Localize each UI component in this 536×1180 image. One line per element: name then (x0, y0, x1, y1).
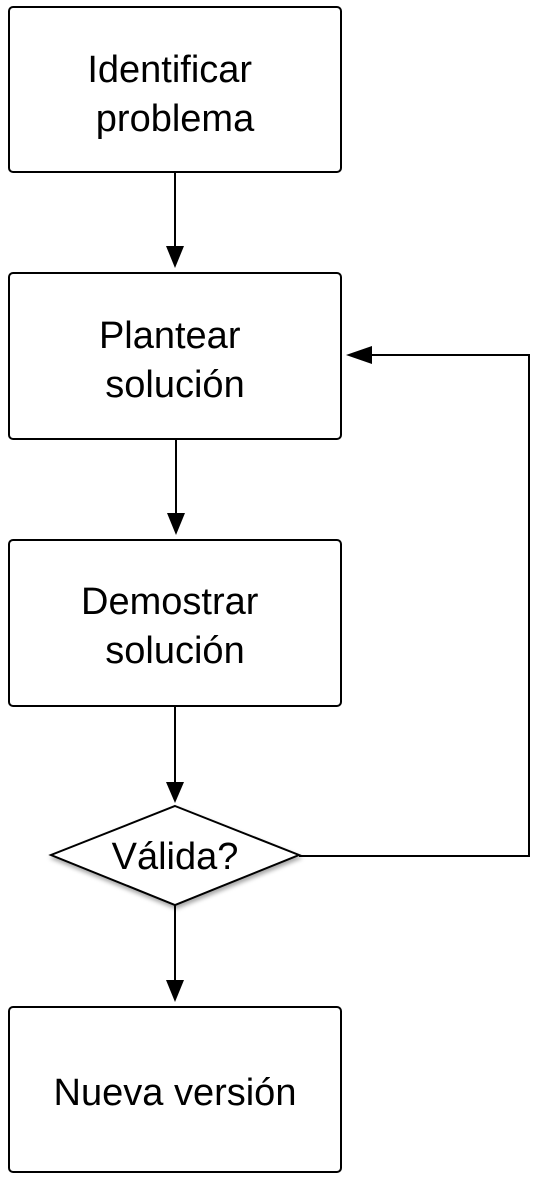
propose-solution-label-line1: Plantear (99, 315, 241, 357)
new-version-node: Nueva versión (8, 1006, 342, 1173)
decision-label: Válida? (112, 836, 239, 878)
demonstrate-solution-label-line1: Demostrar (81, 581, 259, 623)
new-version-box (8, 1006, 342, 1173)
identify-problem-label-line2: problema (96, 98, 255, 140)
arrowhead-left (346, 346, 372, 364)
arrowhead-down (167, 513, 185, 535)
arrow-propose-to-demonstrate (167, 439, 185, 535)
svg-text:Plantear solución: Plantear solución (99, 315, 251, 406)
identify-problem-node: Identificar problema (8, 6, 342, 173)
demonstrate-solution-label-line2: solución (105, 630, 244, 672)
decision-node: Válida? (48, 804, 302, 907)
svg-text:Demostrar solución: Demostrar solución (81, 581, 269, 672)
arrow-demonstrate-to-decision (166, 706, 184, 803)
new-version-label: Nueva versión (54, 1072, 297, 1114)
propose-solution-label-line2: solución (105, 364, 244, 406)
arrowhead-down (166, 246, 184, 268)
propose-solution-node: Plantear solución (8, 272, 342, 440)
demonstrate-solution-node: Demostrar solución (8, 539, 342, 707)
identify-problem-label-line1: Identificar (87, 49, 252, 91)
arrow-identify-to-propose (166, 172, 184, 268)
svg-text:Identificar problema: Identificar problema (87, 49, 262, 140)
demonstrate-solution-box (8, 539, 342, 707)
arrowhead-down (166, 980, 184, 1002)
arrow-loop-back-to-propose (299, 346, 530, 857)
arrowhead-down (166, 782, 184, 803)
arrow-decision-to-new-version (166, 905, 184, 1002)
